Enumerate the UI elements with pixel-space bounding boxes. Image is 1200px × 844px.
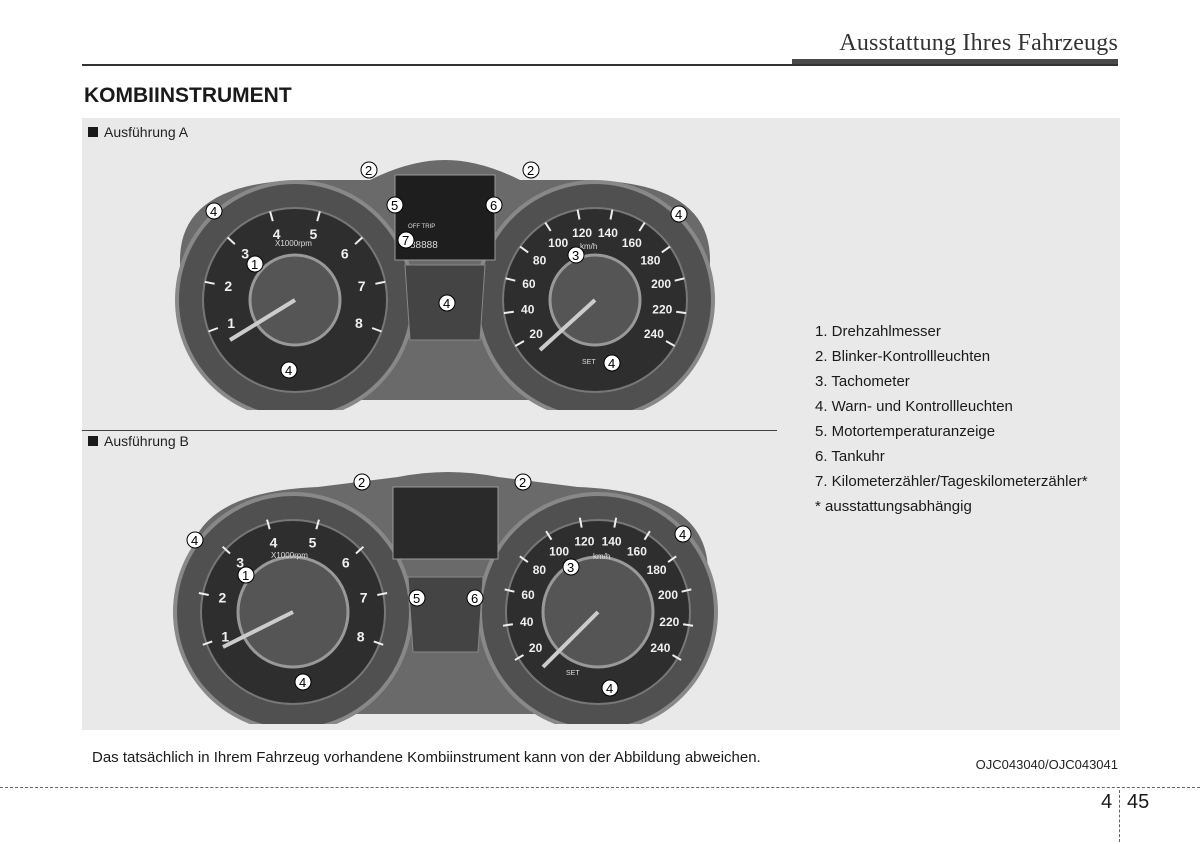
speed-tick-label: 240 xyxy=(650,641,670,655)
figure-code: OJC043040/OJC043041 xyxy=(976,757,1118,772)
speed-tick-label: 240 xyxy=(644,327,664,341)
odometer-display: 88888 xyxy=(410,240,438,251)
speed-tick-label: 40 xyxy=(521,303,535,317)
gauge-tick-mark xyxy=(504,312,514,313)
rpm-tick-label: 8 xyxy=(355,315,363,331)
speed-tick-label: 200 xyxy=(658,588,678,602)
bullet-square-icon xyxy=(88,127,98,137)
speed-tick-label: 220 xyxy=(659,615,679,629)
set-label: SET xyxy=(566,670,580,677)
legend-footnote: * ausstattungsabhängig xyxy=(815,494,1088,519)
speed-unit-label: km/h xyxy=(580,242,597,251)
rpm-tick-label: 3 xyxy=(236,555,244,571)
footer-rule xyxy=(0,787,1200,788)
legend-item: 7. Kilometerzähler/Tageskilometerzähler* xyxy=(815,469,1088,494)
speed-tick-label: 120 xyxy=(574,534,594,548)
speed-tick-label: 180 xyxy=(640,254,660,268)
speed-tick-label: 180 xyxy=(647,563,667,577)
chapter-header-title: Ausstattung Ihres Fahrzeugs xyxy=(839,30,1118,57)
rpm-tick-label: 1 xyxy=(227,315,235,331)
page-number-separator xyxy=(1119,790,1120,842)
speed-tick-label: 100 xyxy=(548,236,568,250)
trip-label: OFF TRIP xyxy=(408,224,435,230)
page-number: 45 xyxy=(1127,791,1149,814)
variant-b-label: Ausführung B xyxy=(88,433,189,449)
speed-tick-label: 200 xyxy=(651,277,671,291)
rpm-tick-label: 5 xyxy=(310,226,318,242)
rpm-tick-label: 7 xyxy=(360,589,368,605)
bullet-square-icon xyxy=(88,436,98,446)
legend-list: 1. Drehzahlmesser 2. Blinker-Kontrollleu… xyxy=(815,319,1088,519)
rpm-tick-label: 4 xyxy=(270,534,278,550)
rpm-tick-label: 7 xyxy=(358,278,366,294)
variant-divider xyxy=(82,430,777,431)
gauge-tick-mark xyxy=(676,312,686,313)
rpm-tick-label: 4 xyxy=(273,226,281,242)
instrument-cluster-a: X1000rpm km/h SET 88888 OFF TRIP 1 2 3 4 5 6 7… xyxy=(160,150,730,410)
rpm-tick-label: 8 xyxy=(357,628,365,644)
rpm-tick-label: 6 xyxy=(341,245,349,261)
speed-tick-label: 60 xyxy=(521,588,535,602)
speed-tick-label: 160 xyxy=(627,544,647,558)
speed-tick-label: 120 xyxy=(572,226,592,240)
variant-a-label: Ausführung A xyxy=(88,124,188,140)
legend-item: 3. Tachometer xyxy=(815,369,1088,394)
speed-tick-label: 40 xyxy=(520,615,534,629)
speed-tick-label: 140 xyxy=(602,534,622,548)
legend-item: 1. Drehzahlmesser xyxy=(815,319,1088,344)
section-title: KOMBIINSTRUMENT xyxy=(84,84,292,108)
rpm-tick-label: 2 xyxy=(224,278,232,294)
legend-item: 2. Blinker-Kontrollleuchten xyxy=(815,344,1088,369)
set-label: SET xyxy=(582,359,596,366)
rpm-unit-label: X1000rpm xyxy=(271,551,308,560)
chapter-number: 4 xyxy=(1101,791,1112,814)
rpm-tick-label: 6 xyxy=(342,555,350,571)
speed-tick-label: 20 xyxy=(529,641,543,655)
rpm-tick-label: 1 xyxy=(221,628,229,644)
speed-tick-label: 160 xyxy=(622,236,642,250)
speed-tick-label: 20 xyxy=(529,327,543,341)
speed-tick-label: 140 xyxy=(598,226,618,240)
rpm-tick-label: 5 xyxy=(309,534,317,550)
rpm-tick-label: 3 xyxy=(241,245,249,261)
header-rule xyxy=(82,64,1118,66)
figure-caption: Das tatsächlich in Ihrem Fahrzeug vorhan… xyxy=(92,749,761,766)
speed-tick-label: 220 xyxy=(652,303,672,317)
speed-tick-label: 80 xyxy=(533,254,547,268)
speed-tick-label: 60 xyxy=(522,277,536,291)
speed-tick-label: 100 xyxy=(549,544,569,558)
speed-tick-label: 80 xyxy=(533,563,547,577)
speed-unit-label: km/h xyxy=(593,552,610,561)
legend-item: 6. Tankuhr xyxy=(815,444,1088,469)
rpm-tick-label: 2 xyxy=(219,589,227,605)
rpm-unit-label: X1000rpm xyxy=(275,239,312,248)
legend-item: 4. Warn- und Kontrollleuchten xyxy=(815,394,1088,419)
legend-item: 5. Motortemperaturanzeige xyxy=(815,419,1088,444)
